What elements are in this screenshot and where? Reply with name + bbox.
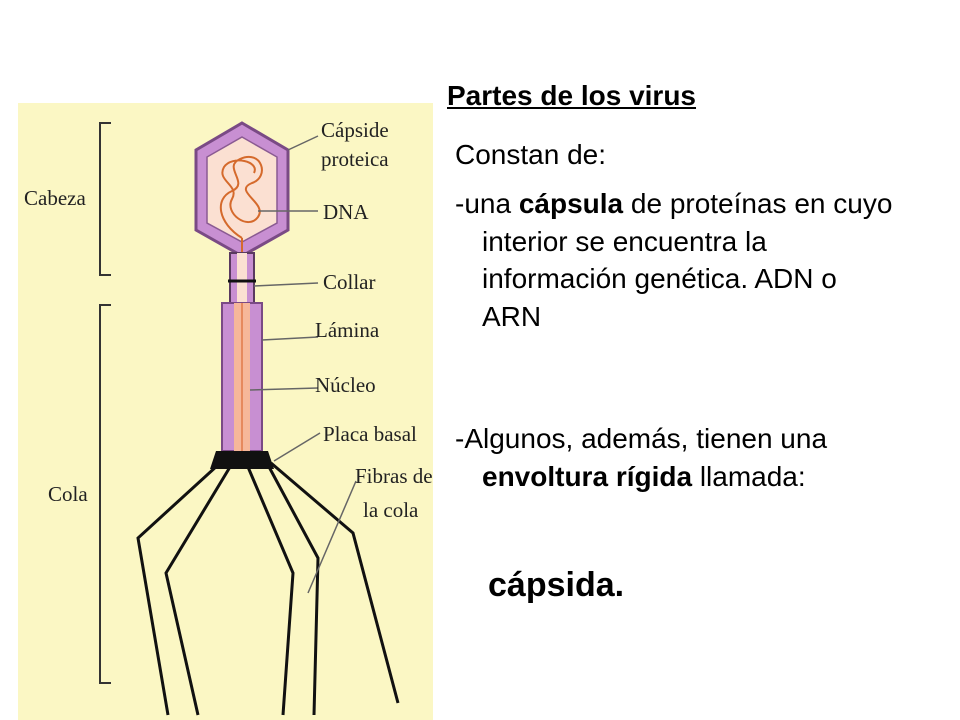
capsule-keyword: cápsula bbox=[518, 188, 624, 219]
tail-fiber bbox=[136, 463, 220, 716]
intro-text: Constan de: bbox=[455, 139, 606, 170]
rigid-keyword: rígida bbox=[615, 460, 693, 492]
base-plate-label: Placa basal bbox=[323, 422, 417, 446]
envelope-keyword: envoltura bbox=[482, 460, 609, 492]
tail-fiber bbox=[266, 464, 320, 716]
tail-bracket bbox=[99, 304, 111, 684]
envelope-item-mid bbox=[608, 461, 616, 492]
capsid-highlight: cápsida. bbox=[488, 566, 625, 604]
core-leader bbox=[249, 387, 319, 391]
head-bracket bbox=[99, 122, 111, 276]
capsule-item-pre: -una bbox=[455, 188, 519, 219]
capsid-label-line2: proteica bbox=[321, 147, 389, 171]
sheath-label: Lámina bbox=[315, 318, 380, 342]
leader-lines bbox=[249, 135, 357, 594]
capsule-item: -una cápsula de proteínas en cuyo interi… bbox=[455, 185, 902, 335]
collar-leader bbox=[253, 282, 319, 287]
collar-label: Collar bbox=[323, 270, 376, 294]
envelope-item-post: llamada: bbox=[692, 460, 806, 492]
base-plate bbox=[210, 451, 274, 469]
envelope-item: -Algunos, además, tienen una envoltura r… bbox=[455, 420, 902, 495]
dna-label: DNA bbox=[323, 200, 369, 224]
tail-fiber bbox=[246, 466, 295, 716]
sheath-leader bbox=[261, 336, 319, 341]
capsid-label-line1: Cápside bbox=[321, 118, 389, 142]
tail-fiber bbox=[270, 461, 400, 704]
capsule-item-post: de proteínas en cuyo interior se encuent… bbox=[482, 188, 893, 332]
fibers-leader bbox=[307, 480, 357, 594]
tail-label: Cola bbox=[48, 482, 88, 506]
slide-title: Partes de los virus bbox=[447, 80, 697, 111]
fibers-label-line1: Fibras de bbox=[355, 464, 433, 488]
tail-fibers bbox=[136, 461, 400, 716]
capsid-inner bbox=[206, 136, 278, 243]
base-plate-leader bbox=[273, 432, 321, 462]
bacteriophage-diagram: Cabeza Cola bbox=[18, 103, 433, 720]
envelope-item-pre: -Algunos, además, tienen una bbox=[455, 423, 828, 454]
capsid-leader bbox=[287, 135, 319, 151]
fibers-label-line2: la cola bbox=[363, 498, 419, 522]
core-label: Núcleo bbox=[315, 373, 376, 397]
collar-core bbox=[237, 253, 247, 305]
tail-fiber bbox=[164, 466, 232, 716]
head-label: Cabeza bbox=[24, 186, 86, 210]
